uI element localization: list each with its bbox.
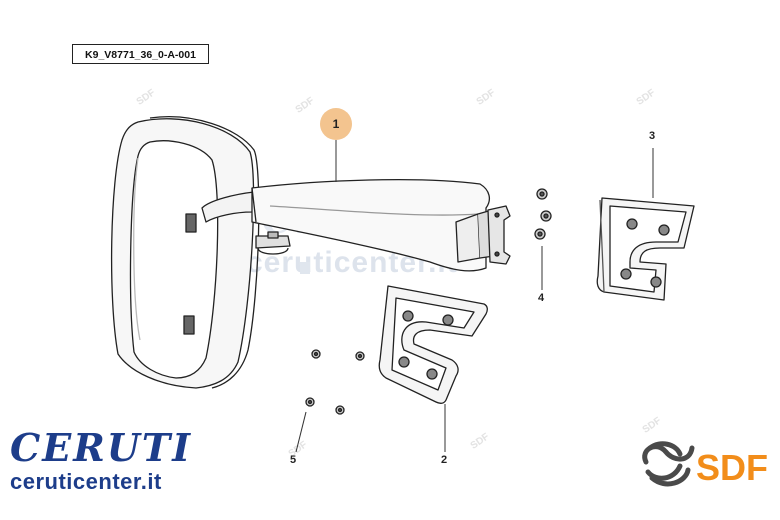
callout-2: 2	[441, 454, 448, 466]
mirror-arm	[201, 178, 511, 272]
callout-4: 4	[538, 292, 545, 304]
nuts-part-5	[305, 349, 365, 415]
sdf-logo: SDF	[696, 447, 768, 488]
plate-part-2	[378, 285, 488, 404]
ceruti-logo: CERUTI	[10, 425, 192, 470]
callout-5: 5	[290, 454, 297, 466]
callout-1: 1	[320, 108, 352, 140]
callout-3: 3	[649, 130, 656, 142]
drawing-code-label: K9_V8771_36_0-A-001	[72, 44, 209, 64]
screws-part-4	[534, 188, 552, 240]
bracket-part-3	[596, 197, 695, 301]
mirror-head	[110, 116, 260, 389]
ceruti-url: ceruticenter.it	[10, 469, 162, 494]
sdf-logo-mark-icon	[642, 441, 695, 487]
